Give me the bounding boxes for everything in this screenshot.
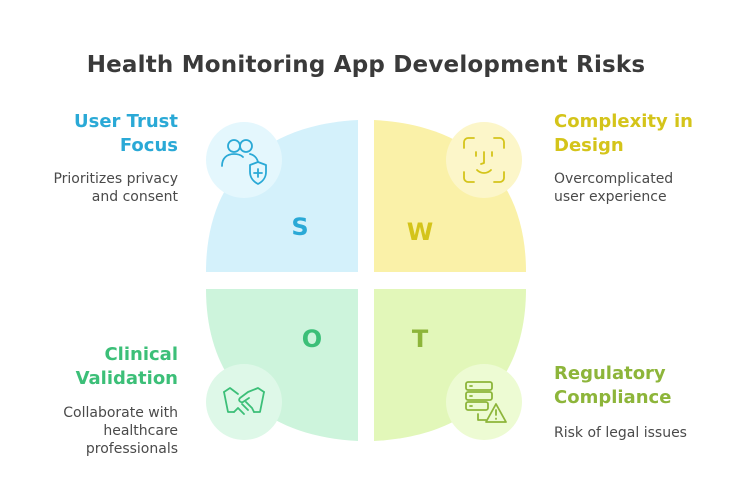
t-quadrant	[374, 289, 526, 441]
s-description: Prioritizes privacy and consent	[53, 171, 178, 205]
o-letter: O	[302, 325, 322, 353]
w-description: Overcomplicated user experience	[554, 171, 674, 205]
user-shield-icon	[221, 139, 267, 185]
w-quadrant	[374, 120, 526, 272]
o-quadrant	[206, 289, 358, 441]
o-heading: Clinical Validation	[75, 344, 178, 389]
handshake-icon	[223, 387, 265, 415]
t-description: Risk of legal issues	[554, 425, 687, 441]
s-icon-circle	[206, 122, 282, 198]
t-letter: T	[412, 325, 429, 353]
w-heading: Complexity in Design	[554, 111, 693, 156]
s-quadrant	[206, 120, 358, 272]
o-description: Collaborate with healthcare professional…	[63, 405, 178, 457]
s-letter: S	[291, 213, 308, 241]
face-scan-icon	[463, 137, 505, 183]
server-warning-icon	[465, 381, 507, 423]
t-heading: Regulatory Compliance	[554, 363, 672, 408]
w-letter: W	[407, 218, 433, 246]
s-heading: User Trust Focus	[74, 111, 178, 156]
page-title: Health Monitoring App Development Risks	[86, 52, 646, 78]
